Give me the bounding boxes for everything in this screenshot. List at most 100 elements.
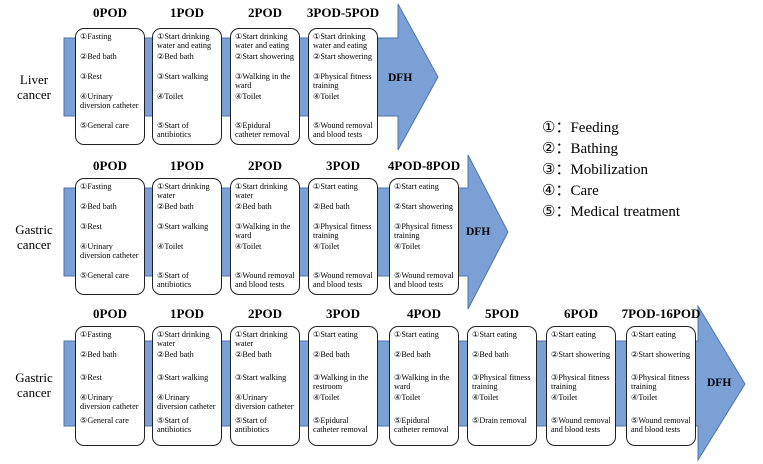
day-label: 1POD <box>170 158 204 173</box>
care-item: ①Start drinking water <box>235 330 288 348</box>
care-item: ③Rest <box>80 222 102 231</box>
care-item: ⑤Wound removal and blood tests <box>631 416 691 434</box>
care-item: ⑤Wound removal and blood tests <box>313 271 373 289</box>
day-label: 0POD <box>93 306 127 321</box>
care-item: ①Start drinking water <box>157 330 210 348</box>
care-item: ②Start showering <box>313 52 372 61</box>
care-item: ②Bed bath <box>157 52 194 61</box>
legend-item-care: ④：Care <box>542 183 599 199</box>
care-item: ②Start showering <box>631 350 690 359</box>
care-item: ④Toilet <box>157 92 184 101</box>
care-item: ③Physical fitness training <box>472 373 531 391</box>
day-label: 2POD <box>248 5 282 20</box>
care-item: ①Start eating <box>551 330 596 339</box>
care-item: ⑤Wound removal and blood tests <box>235 271 295 289</box>
day-label: 6POD <box>564 306 598 321</box>
care-box: ①Start drinking water and eating ②Start s… <box>230 28 300 145</box>
care-item: ②Start showering <box>235 52 294 61</box>
care-item: ②Bed bath <box>157 350 194 359</box>
care-item: ④Urinary diversion catheter <box>235 393 294 411</box>
care-item: ③Physical fitness training <box>313 72 372 90</box>
care-item: ⑤Epidural catheter removal <box>394 416 449 434</box>
care-item: ④Toilet <box>472 393 499 402</box>
care-item: ②Bed bath <box>394 350 431 359</box>
care-item: ①Fasting <box>80 182 112 191</box>
legend-item-bathing: ②：Bathing <box>542 141 618 157</box>
day-label: 1POD <box>170 306 204 321</box>
day-label: 4POD-8POD <box>387 158 461 173</box>
row-label-line: Gastric <box>15 222 53 237</box>
care-item: ⑤Epidural catheter removal <box>313 416 368 434</box>
care-item: ①Start drinking water <box>235 182 288 200</box>
care-item: ③Physical fitness training <box>551 373 610 391</box>
care-item: ⑤Wound removal and blood tests <box>551 416 611 434</box>
care-item: ①Start drinking water and eating <box>157 32 212 50</box>
care-item: ③Start walking <box>157 72 209 81</box>
care-item: ⑤Wound removal and blood tests <box>394 271 454 289</box>
care-item: ①Fasting <box>80 32 112 41</box>
care-box: ①Start drinking water and eating ②Bed bat… <box>152 28 222 145</box>
care-item: ⑤Wound removal and blood tests <box>313 121 373 139</box>
day-label: 1POD <box>170 5 204 20</box>
day-label: 3POD-5POD <box>306 5 380 20</box>
care-item: ①Start eating <box>394 182 439 191</box>
care-item: ④Toilet <box>313 393 340 402</box>
care-item: ④Toilet <box>394 242 421 251</box>
care-item: ②Bed bath <box>80 350 117 359</box>
care-item: ①Start drinking water <box>157 182 210 200</box>
care-item: ②Start showering <box>551 350 610 359</box>
care-box: ①Fasting ②Bed bath ③Rest ④Urinary diversion… <box>75 178 145 295</box>
care-item: ③Rest <box>80 373 102 382</box>
care-item: ⑤Epidural catheter removal <box>235 121 290 139</box>
care-item: ③Walking in the restroom <box>313 373 369 391</box>
care-item: ①Start drinking water and eating <box>235 32 290 50</box>
day-label: 3POD <box>326 158 360 173</box>
legend: ①：Feeding ②：Bathing ③：Mobilization ④：Car… <box>542 118 680 223</box>
care-item: ④Urinary diversion catheter <box>80 242 139 260</box>
care-item: ②Bed bath <box>472 350 509 359</box>
care-item: ⑤General care <box>80 271 129 280</box>
row-label-line: Gastric <box>15 370 53 385</box>
care-item: ④Toilet <box>235 242 262 251</box>
day-label: 4POD <box>407 306 441 321</box>
care-item: ④Toilet <box>313 92 340 101</box>
care-item: ①Fasting <box>80 330 112 339</box>
legend-item-feeding: ①：Feeding <box>542 120 619 136</box>
care-item: ①Start drinking water and eating <box>313 32 368 50</box>
care-item: ②Bed bath <box>313 350 350 359</box>
care-item: ⑤General care <box>80 121 129 130</box>
care-item: ④Urinary diversion catheter <box>80 92 139 110</box>
care-item: ④Toilet <box>235 92 262 101</box>
care-item: ②Bed bath <box>80 202 117 211</box>
row-label-line: cancer <box>17 385 51 400</box>
legend-item-medical-treatment: ⑤：Medical treatment <box>542 204 680 220</box>
dfh-label: DFH <box>707 377 732 389</box>
care-item: ①Start eating <box>394 330 439 339</box>
care-item: ①Start eating <box>313 330 358 339</box>
legend-item-mobilization: ③：Mobilization <box>542 162 648 178</box>
care-item: ⑤Start of antibiotics <box>235 416 270 434</box>
care-item: ③Rest <box>80 72 102 81</box>
care-item: ③Start walking <box>235 373 287 382</box>
day-label: 0POD <box>93 158 127 173</box>
care-item: ④Toilet <box>313 242 340 251</box>
dfh-label: DFH <box>466 226 491 238</box>
day-label: 7POD-16POD <box>621 306 701 321</box>
care-item: ①Start eating <box>313 182 358 191</box>
care-item: ④Urinary diversion catheter <box>80 393 139 411</box>
care-item: ⑤General care <box>80 416 129 425</box>
care-item: ④Toilet <box>551 393 578 402</box>
care-item: ③Walking in the ward <box>235 222 291 240</box>
day-label: 5POD <box>485 306 519 321</box>
